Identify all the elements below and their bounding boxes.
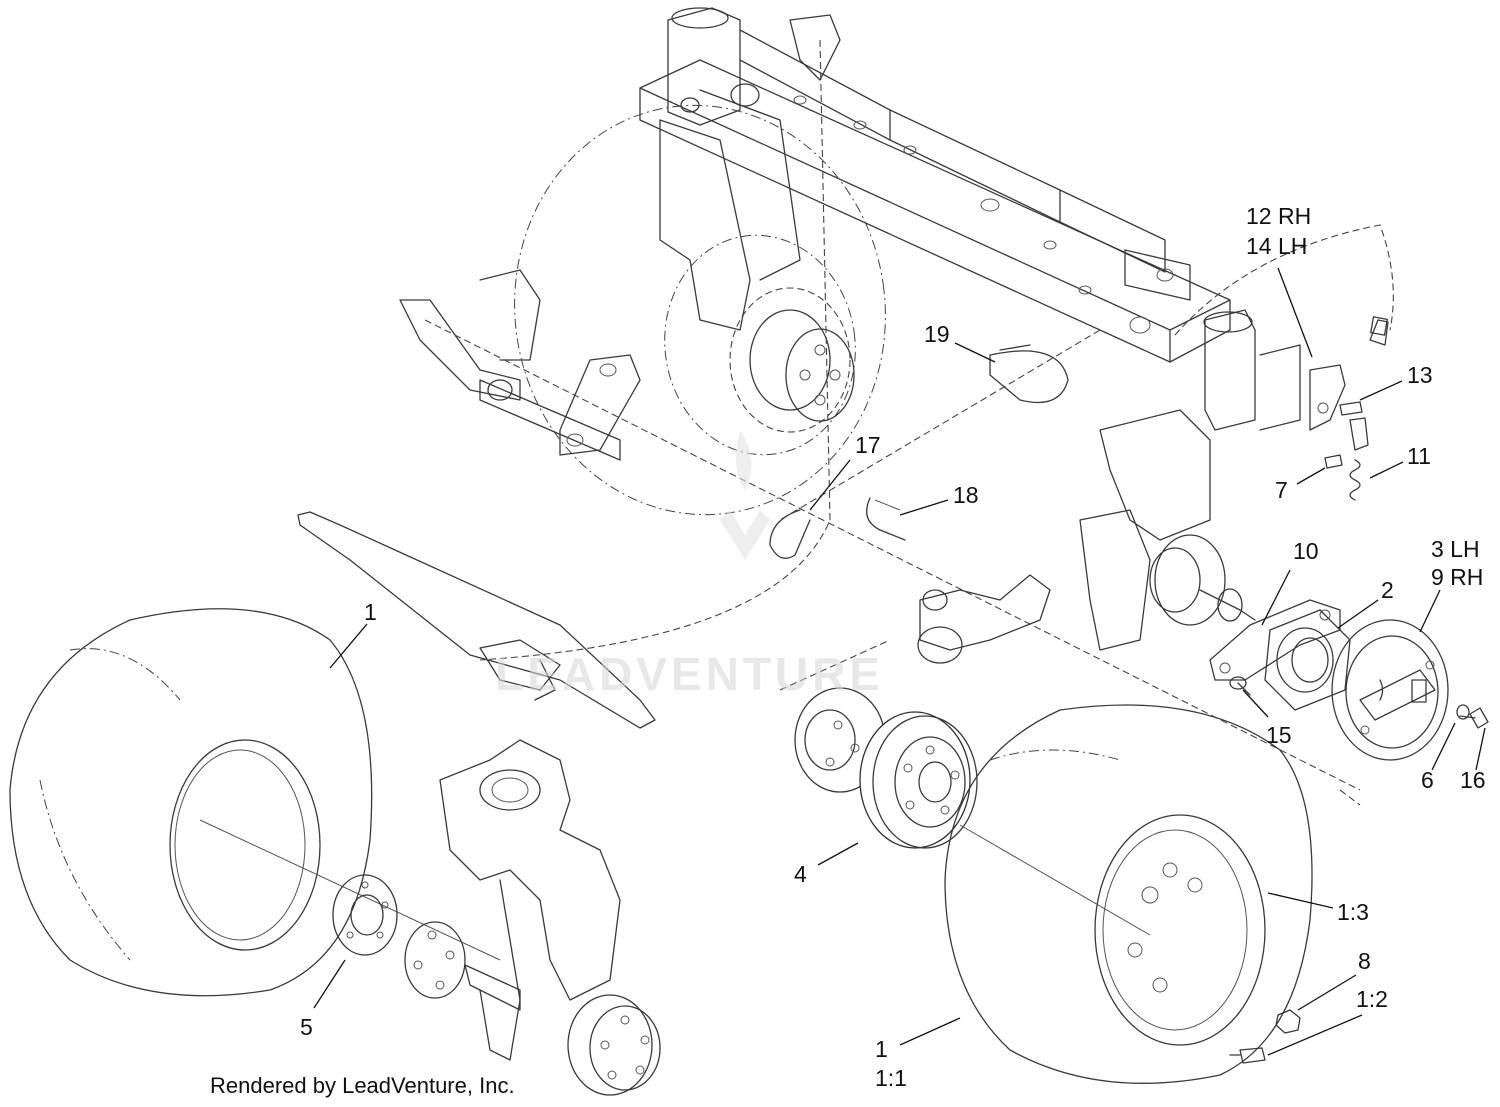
part-2-brake-adapter bbox=[1264, 609, 1351, 711]
part-1-wheel-left bbox=[9, 608, 501, 997]
wheel-motor-front-left bbox=[567, 994, 661, 1096]
callout-14-lh: 14 LH bbox=[1246, 233, 1307, 259]
callout-13: 13 bbox=[1407, 362, 1433, 388]
part-4-brake-drum bbox=[859, 711, 978, 849]
watermark-text: LEADVENTURE bbox=[495, 648, 884, 700]
watermark: LEADVENTURE bbox=[495, 430, 884, 700]
callout-5: 5 bbox=[300, 1014, 313, 1040]
part-8-lug-nut bbox=[1275, 1009, 1301, 1034]
callout-1-3: 1:3 bbox=[1337, 899, 1369, 925]
callout-1-right-wheel: 1 bbox=[875, 1036, 888, 1062]
callout-1-2: 1:2 bbox=[1356, 986, 1388, 1012]
callout-18: 18 bbox=[953, 482, 979, 508]
render-credit: Rendered by LeadVenture, Inc. bbox=[210, 1073, 515, 1098]
deck-arm bbox=[297, 511, 656, 729]
callout-19: 19 bbox=[924, 321, 950, 347]
parking-brake-cable bbox=[479, 39, 831, 661]
steering-knuckle-front-left bbox=[439, 739, 621, 1061]
callout-2: 2 bbox=[1381, 577, 1394, 603]
callout-7: 7 bbox=[1275, 477, 1288, 503]
leader-lines bbox=[313, 267, 1486, 1056]
part-19-hairpin-clip bbox=[989, 344, 1069, 404]
part-6-washer bbox=[1456, 704, 1470, 720]
part-18-cable-tie bbox=[866, 497, 906, 541]
callout-17: 17 bbox=[855, 432, 881, 458]
part-1-wheel-right bbox=[944, 704, 1313, 1084]
part-15-bolt bbox=[1229, 676, 1251, 696]
callout-1-left-wheel: 1 bbox=[364, 599, 377, 625]
lift-arm-left bbox=[399, 269, 641, 461]
lift-arm-right bbox=[917, 574, 1051, 664]
part-3-9-brake-backing-plate bbox=[1331, 619, 1449, 761]
chassis-frame bbox=[639, 7, 1301, 431]
callout-12-rh: 12 RH bbox=[1246, 203, 1311, 229]
callout-11: 11 bbox=[1407, 443, 1431, 469]
steering-knuckle-rear bbox=[659, 14, 841, 331]
part-1-2-valve-stem bbox=[1229, 1047, 1266, 1064]
part-5-wheel-spacer bbox=[332, 874, 398, 956]
callout-15: 15 bbox=[1266, 722, 1292, 748]
callout-8: 8 bbox=[1358, 948, 1371, 974]
wheel-motor-rear bbox=[749, 309, 855, 422]
brake-lever-assembly bbox=[1309, 316, 1389, 501]
steering-knuckle-right bbox=[1079, 409, 1256, 651]
callout-10: 10 bbox=[1293, 538, 1319, 564]
hub-front-left bbox=[404, 921, 521, 1011]
callout-9-rh: 9 RH bbox=[1431, 564, 1483, 590]
callout-16: 16 bbox=[1460, 767, 1486, 793]
callout-1-1: 1:1 bbox=[875, 1065, 907, 1091]
rear-left-wheel-hidden bbox=[514, 104, 886, 516]
callout-labels: 12 RH 14 LH 13 19 11 7 17 18 10 3 LH 9 R… bbox=[300, 203, 1486, 1091]
part-16-bolt bbox=[1459, 707, 1489, 729]
callout-3-lh: 3 LH bbox=[1431, 536, 1480, 562]
part-17-clip bbox=[769, 509, 811, 559]
part-10-brake-plate bbox=[1209, 599, 1341, 681]
callout-6: 6 bbox=[1421, 767, 1434, 793]
callout-4: 4 bbox=[794, 861, 807, 887]
